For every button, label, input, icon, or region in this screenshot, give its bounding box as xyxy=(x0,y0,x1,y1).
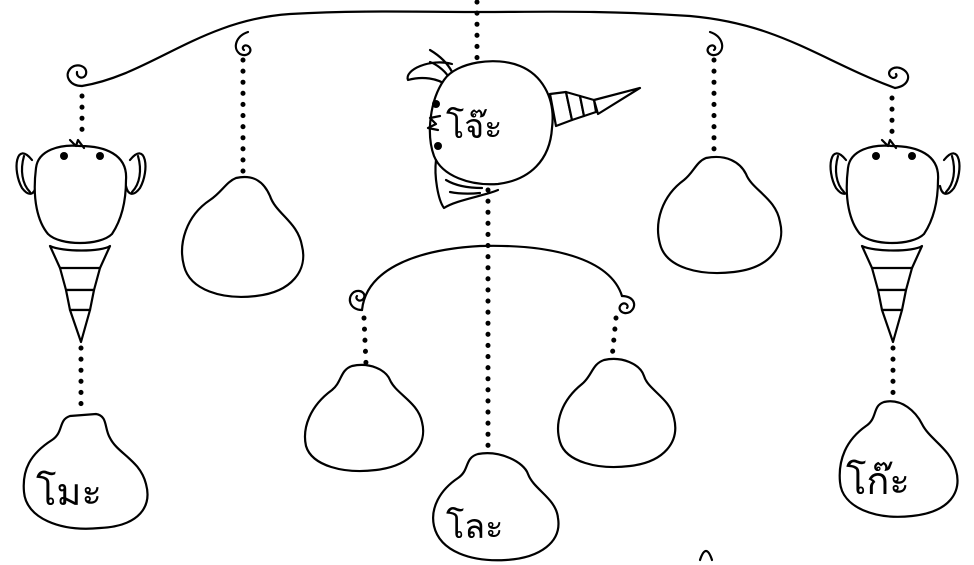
left-bubble-word: โมะ xyxy=(36,470,102,514)
drop-bubble-icon xyxy=(838,400,959,518)
spiral-hook-icon xyxy=(888,66,910,90)
lower-left-string xyxy=(361,315,369,367)
right-shell-creature-icon xyxy=(829,138,961,344)
right-bubble-word: โก๊ะ xyxy=(846,459,910,503)
drop-bubble-icon xyxy=(22,412,149,530)
page-edge-mark xyxy=(698,549,714,562)
spiral-hook-icon xyxy=(66,64,88,88)
drop-bubble-icon xyxy=(656,155,783,275)
left-shell-creature-icon xyxy=(15,138,147,344)
spiral-hook-icon xyxy=(706,30,724,57)
drop-bubble-icon xyxy=(304,363,425,473)
lower-right-string xyxy=(609,315,619,361)
spiral-hook-icon xyxy=(618,294,636,315)
lower-arch-bar xyxy=(360,244,624,312)
spiral-hook-icon xyxy=(234,30,252,57)
drop-bubble-icon xyxy=(556,357,677,469)
middle-bubble-word: โละ xyxy=(446,507,503,547)
center-shell-creature-icon xyxy=(406,48,642,210)
main-arch-bar xyxy=(80,10,897,90)
spiral-hook-icon xyxy=(348,289,366,312)
center-shell-word: โจ๊ะ xyxy=(446,107,502,147)
drop-bubble-icon xyxy=(180,175,305,298)
drop-bubble-icon xyxy=(432,452,560,562)
